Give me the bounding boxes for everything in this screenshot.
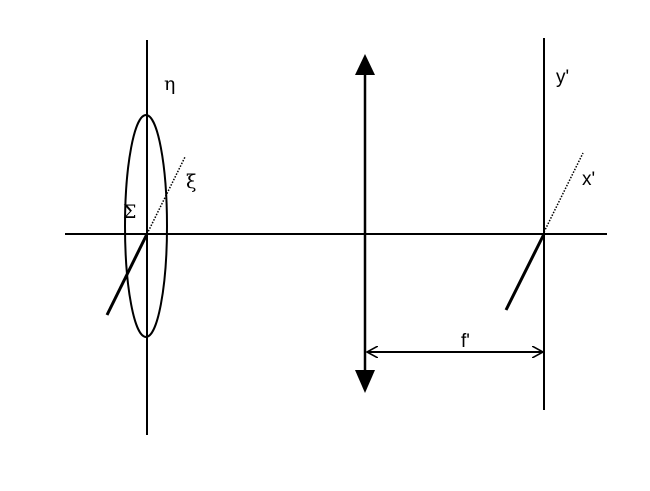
y-prime-label: y' (556, 67, 569, 88)
xi-axis-solid (105, 233, 149, 316)
eta-label: η (164, 73, 175, 95)
x-prime-label: x' (582, 169, 595, 190)
aperture-sigma-ellipse (124, 114, 168, 338)
lens-top-arrowhead (355, 54, 375, 75)
x-prime-axis-solid (504, 233, 546, 311)
focal-length-label: f' (461, 331, 470, 352)
x-prime-axis-dotted (543, 152, 584, 233)
lens-bottom-arrowhead (355, 370, 375, 393)
xi-axis-dotted (146, 156, 186, 235)
xi-label: ξ (186, 171, 196, 193)
sigma-label: Σ (123, 201, 136, 223)
